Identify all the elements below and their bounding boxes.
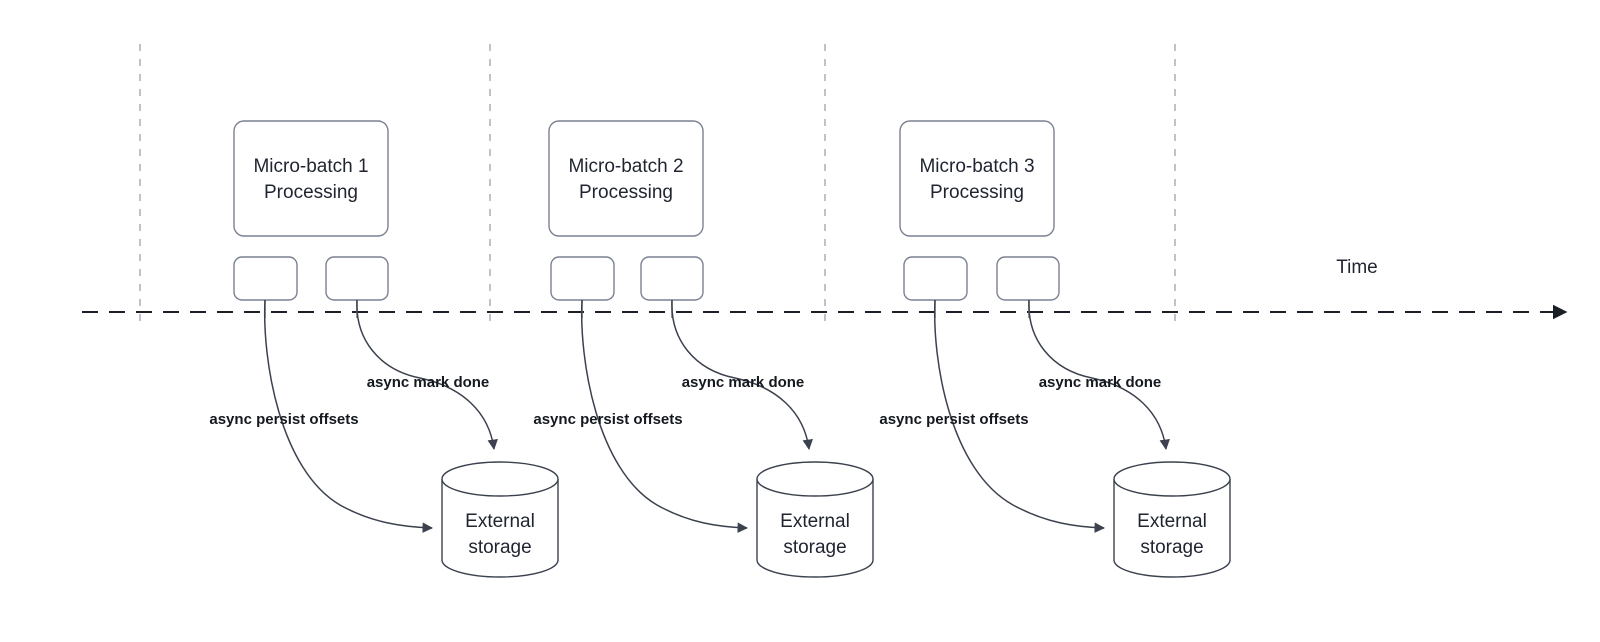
micro-batch-2-label-line2: Processing: [579, 182, 673, 203]
storage-2-label-line1: External: [780, 511, 850, 532]
micro-batch-group-2: Micro-batch 2 Processing async persist o…: [533, 120, 874, 578]
micro-batch-1-edge-persist-offsets: [263, 299, 434, 533]
micro-batch-2-label-persist-offsets: async persist offsets: [533, 411, 682, 428]
micro-batch-2-task-box-mark[interactable]: [640, 256, 704, 301]
storage-3-body: [1113, 479, 1231, 578]
micro-batch-group-1: Micro-batch 1 Processing async persist o…: [209, 120, 559, 578]
storage-2-body: [756, 479, 874, 578]
micro-batch-1-task-box-mark[interactable]: [325, 256, 389, 301]
micro-batch-1-label-line1: Micro-batch 1: [253, 156, 368, 177]
micro-batch-2-box[interactable]: [548, 120, 704, 237]
micro-batch-1-label-line2: Processing: [264, 182, 358, 203]
micro-batch-3-label-persist-offsets: async persist offsets: [879, 411, 1028, 428]
storage-3-label-line1: External: [1137, 511, 1207, 532]
micro-batch-2-label-mark-done: async mark done: [682, 374, 805, 391]
micro-batch-3-label-line1: Micro-batch 3: [919, 156, 1034, 177]
micro-batch-3-label-line2: Processing: [930, 182, 1024, 203]
micro-batch-3-task-box-mark[interactable]: [996, 256, 1060, 301]
micro-batch-group-3: Micro-batch 3 Processing async persist o…: [879, 120, 1231, 578]
micro-batch-2-edge-persist-offsets: [580, 299, 749, 533]
micro-batch-3-task-box-persist[interactable]: [903, 256, 968, 301]
micro-batch-1-label-mark-done: async mark done: [367, 374, 490, 391]
micro-batch-1-task-box-persist[interactable]: [233, 256, 298, 301]
micro-batch-3-edge-mark-done: [1028, 299, 1170, 451]
external-storage-cylinder-1[interactable]: External storage: [441, 461, 559, 578]
external-storage-cylinder-2[interactable]: External storage: [756, 461, 874, 578]
micro-batch-1-label-persist-offsets: async persist offsets: [209, 411, 358, 428]
micro-batch-3-edge-persist-offsets: [933, 299, 1106, 533]
storage-1-body: [441, 479, 559, 578]
micro-batch-1-edge-mark-done: [356, 299, 498, 451]
guide-lines: [139, 44, 1176, 325]
time-axis: Time: [82, 257, 1568, 320]
micro-batch-1-box[interactable]: [233, 120, 389, 237]
micro-batch-3-box[interactable]: [899, 120, 1055, 237]
micro-batch-2-label-line1: Micro-batch 2: [568, 156, 683, 177]
storage-2-label-line2: storage: [783, 537, 846, 558]
time-axis-label: Time: [1336, 257, 1378, 278]
storage-3-top: [1113, 461, 1231, 497]
storage-1-label-line1: External: [465, 511, 535, 532]
micro-batch-2-edge-mark-done: [671, 299, 813, 451]
micro-batch-3-label-mark-done: async mark done: [1039, 374, 1162, 391]
external-storage-cylinder-3[interactable]: External storage: [1113, 461, 1231, 578]
storage-3-label-line2: storage: [1140, 537, 1203, 558]
storage-1-label-line2: storage: [468, 537, 531, 558]
micro-batch-2-task-box-persist[interactable]: [550, 256, 615, 301]
storage-2-top: [756, 461, 874, 497]
storage-1-top: [441, 461, 559, 497]
